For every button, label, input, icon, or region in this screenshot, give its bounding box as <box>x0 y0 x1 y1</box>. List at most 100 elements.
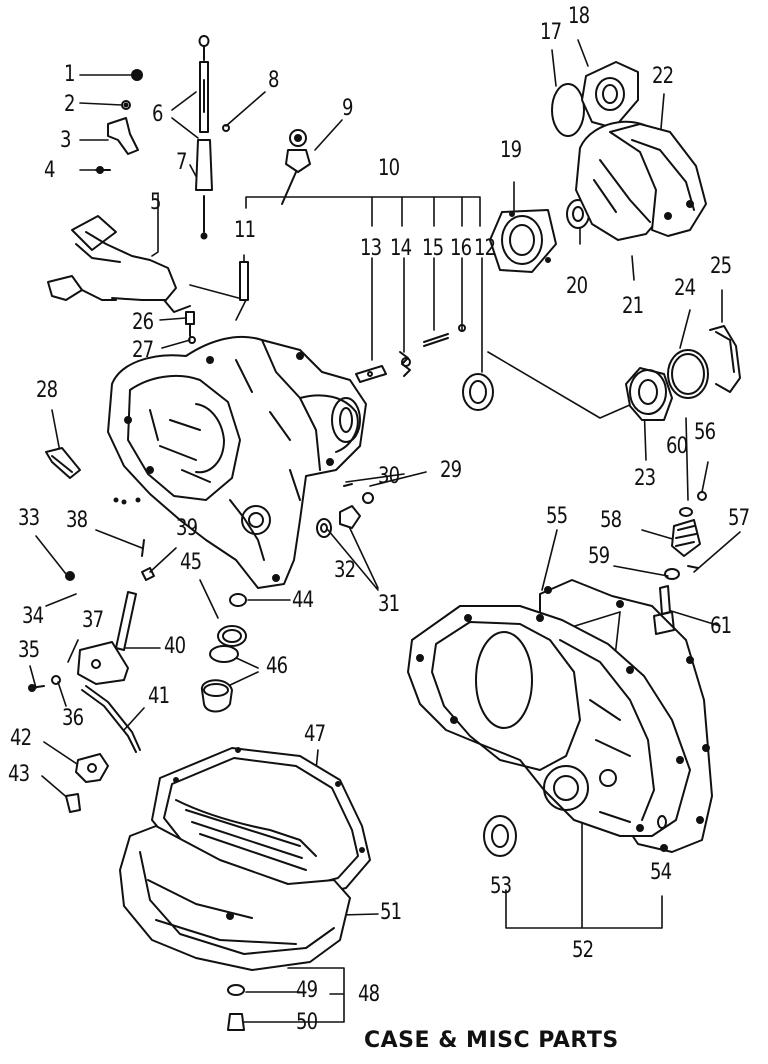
callout-50: 50 <box>296 1010 318 1035</box>
callout-56: 56 <box>694 420 716 445</box>
callout-36: 36 <box>62 706 84 731</box>
callout-47: 47 <box>304 722 326 747</box>
callout-57: 57 <box>728 506 750 531</box>
sensor-61 <box>654 586 674 634</box>
callout-41: 41 <box>148 684 170 709</box>
cooler-fitting-31 <box>340 506 360 528</box>
callout-58: 58 <box>600 508 622 533</box>
callout-7: 7 <box>176 150 187 175</box>
pin-38 <box>142 540 144 556</box>
callout-49: 49 <box>296 978 318 1003</box>
ring-45 <box>218 626 246 646</box>
bolt-26 <box>186 312 194 336</box>
cover-23 <box>626 368 672 420</box>
magnet-51 <box>227 913 233 919</box>
callout-3: 3 <box>60 128 71 153</box>
callout-51: 51 <box>380 900 402 925</box>
callout-45: 45 <box>180 550 202 575</box>
callout-48: 48 <box>358 982 380 1007</box>
callout-39: 39 <box>176 516 198 541</box>
callout-19: 19 <box>500 138 522 163</box>
dots-small <box>115 499 140 504</box>
callout-59: 59 <box>588 544 610 569</box>
nipple-29 <box>363 493 373 503</box>
callout-17: 17 <box>540 20 562 45</box>
bolt-57 <box>688 566 698 568</box>
callout-1: 1 <box>64 62 75 87</box>
callout-20: 20 <box>566 274 588 299</box>
bracket-3 <box>108 118 138 154</box>
oring-60 <box>680 508 692 516</box>
spring-14 <box>400 352 410 376</box>
callout-27: 27 <box>132 338 154 363</box>
fitting-43 <box>66 794 80 812</box>
callout-53: 53 <box>490 874 512 899</box>
converter-housing-52 <box>408 606 690 836</box>
clip-59 <box>665 569 679 579</box>
callout-38: 38 <box>66 508 88 533</box>
callout-37: 37 <box>82 608 104 633</box>
callout-61: 61 <box>710 614 732 639</box>
callout-33: 33 <box>18 506 40 531</box>
pin-30 <box>344 484 352 486</box>
bolt-1 <box>132 70 142 80</box>
callout-43: 43 <box>8 762 30 787</box>
pin-13 <box>356 366 386 382</box>
callout-8: 8 <box>268 68 279 93</box>
seal-44 <box>230 594 246 606</box>
clip-27 <box>189 337 195 343</box>
gear-46 <box>202 646 238 712</box>
callout-52: 52 <box>572 938 594 963</box>
pin-15 <box>424 334 448 346</box>
callout-4: 4 <box>44 158 55 183</box>
gear-58 <box>672 520 700 556</box>
callout-26: 26 <box>132 310 154 335</box>
callout-42: 42 <box>10 726 32 751</box>
callout-31: 31 <box>378 592 400 617</box>
washer-32 <box>317 519 331 537</box>
oring-24 <box>668 350 708 398</box>
callout-28: 28 <box>36 378 58 403</box>
callout-14: 14 <box>390 236 412 261</box>
callout-10: 10 <box>378 156 400 181</box>
callout-46: 46 <box>266 654 288 679</box>
callout-54: 54 <box>650 860 672 885</box>
clip-39 <box>142 568 154 580</box>
callout-40: 40 <box>164 634 186 659</box>
callout-18: 18 <box>568 4 590 29</box>
callout-21: 21 <box>622 294 644 319</box>
callout-12: 12 <box>474 236 496 261</box>
callout-44: 44 <box>292 588 314 613</box>
callout-60: 60 <box>666 434 688 459</box>
plug-8 <box>223 125 229 131</box>
callout-5: 5 <box>150 190 161 215</box>
callout-11: 11 <box>234 218 256 243</box>
oring-17 <box>552 84 584 136</box>
shift-lever-40 <box>78 592 136 684</box>
dipstick-tube-6 <box>196 36 212 239</box>
callout-30: 30 <box>378 464 400 489</box>
oring-56 <box>698 492 706 500</box>
callout-22: 22 <box>652 64 674 89</box>
washer-36 <box>52 676 60 684</box>
cover-18 <box>582 62 638 128</box>
drain-plug-50 <box>228 1014 244 1030</box>
callout-35: 35 <box>18 638 40 663</box>
harness-5 <box>48 216 190 312</box>
callout-16: 16 <box>450 236 472 261</box>
pin-54 <box>658 816 666 828</box>
bracket-42 <box>76 754 108 782</box>
rod-41 <box>82 686 140 752</box>
retainer-19 <box>490 210 556 272</box>
callout-32: 32 <box>334 558 356 583</box>
transaxle-case <box>108 337 366 588</box>
diagram-caption: CASE & MISC PARTS <box>364 1028 619 1053</box>
callout-2: 2 <box>64 92 75 117</box>
seal-12 <box>463 374 493 410</box>
callout-29: 29 <box>440 458 462 483</box>
seal-53 <box>484 816 516 856</box>
gasket-25 <box>710 326 740 392</box>
bolt-4 <box>96 167 110 173</box>
adapter-28 <box>46 448 80 478</box>
